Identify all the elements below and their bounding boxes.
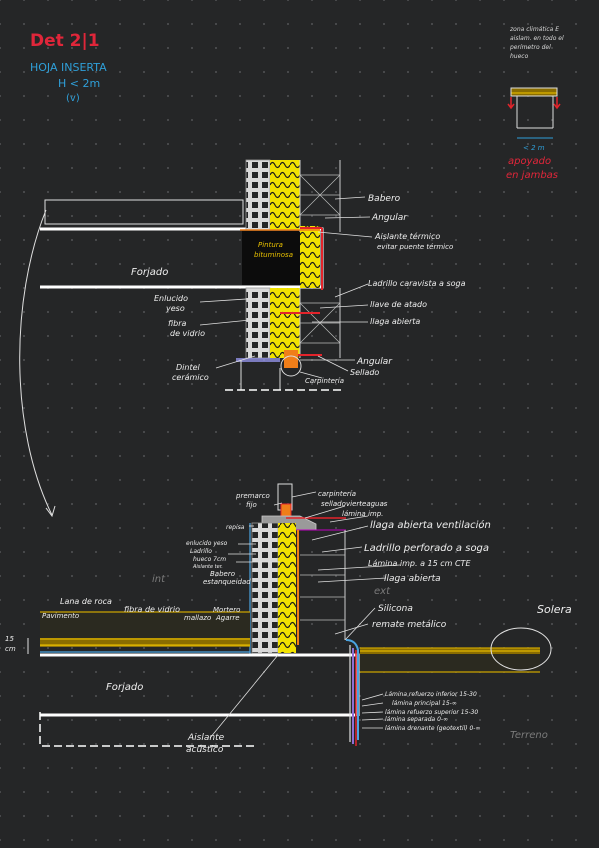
note-line-3: perímetro del bbox=[509, 44, 551, 51]
label-fibra-1: fibra bbox=[168, 319, 187, 328]
label-lana: Lana de roca bbox=[60, 597, 112, 606]
label-mortero-1: Mortero bbox=[213, 606, 240, 614]
label-forjado-bottom: Forjado bbox=[106, 682, 143, 693]
label-lamina-1: Lámina refuerzo inferior 15-30 bbox=[385, 691, 477, 698]
label-carpinteria-top: Carpintería bbox=[305, 377, 344, 385]
label-pintura-2: bituminosa bbox=[254, 251, 293, 259]
label-silicona: Silicona bbox=[378, 604, 413, 614]
label-lamina-2: lámina principal 15-∞ bbox=[392, 700, 457, 707]
subtitle-line-1: HOJA INSERTA bbox=[30, 61, 107, 74]
label-llaga: llaga abierta bbox=[370, 317, 420, 326]
label-angular: Angular bbox=[371, 213, 408, 223]
note-line-1: zona climática E bbox=[509, 26, 559, 33]
label-dim-1: 15 bbox=[5, 635, 14, 643]
label-ext: ext bbox=[374, 586, 391, 597]
page-title: Det 2|1 bbox=[30, 31, 100, 51]
label-vierteaguas: vierteaguas bbox=[346, 500, 388, 508]
label-fibra-2: de vidrio bbox=[170, 329, 205, 338]
sill-detail: premarco fijo carpintería sellado vierte… bbox=[5, 483, 572, 755]
note-line-2: aislam. en todo el bbox=[510, 35, 564, 42]
label-premarco: premarco bbox=[235, 492, 270, 500]
label-llave: llave de atado bbox=[370, 300, 427, 309]
label-lamina-5: lámina drenante (geotextil) 0-∞ bbox=[385, 725, 480, 732]
label-angular-2: Angular bbox=[356, 357, 393, 367]
label-llaga-2: llaga abierta bbox=[384, 574, 441, 584]
support-line-1: apoyado bbox=[508, 156, 551, 167]
label-ladrillo-perf: Ladrillo perforado a soga bbox=[364, 543, 489, 554]
label-lamina-4: lámina separada 0-∞ bbox=[385, 716, 448, 723]
subtitle-line-3: (v) bbox=[66, 93, 80, 104]
label-repisa: repisa bbox=[226, 524, 245, 531]
label-lamina-15: Lámina imp. a 15 cm CTE bbox=[368, 559, 471, 568]
label-babero: Babero bbox=[368, 194, 401, 204]
label-aislante-ter: Aislante ter. bbox=[192, 564, 223, 570]
label-aislante-ac-1: Aislante bbox=[187, 733, 225, 743]
note-dimension: < 2 m bbox=[523, 144, 545, 152]
label-terreno: Terreno bbox=[510, 730, 548, 741]
label-babero-2: estanqueidad bbox=[203, 578, 251, 586]
connector-arrow bbox=[19, 209, 53, 516]
label-carpinteria: carpintería bbox=[318, 490, 356, 498]
lintel-detail: Babero Angular Aislante térmico evitar p… bbox=[40, 159, 466, 391]
label-fibra: fibra de vidrio bbox=[124, 605, 180, 614]
support-line-2: en jambas bbox=[506, 170, 558, 181]
subtitle-line-2: H < 2m bbox=[58, 77, 100, 90]
label-enlucido-2: yeso bbox=[165, 304, 185, 313]
label-int: int bbox=[152, 574, 166, 585]
label-aislante-1: Aislante térmico bbox=[374, 231, 440, 241]
label-lamina-imp: lámina imp. bbox=[342, 510, 383, 518]
label-aislante-ac-2: acústico bbox=[186, 745, 224, 755]
label-forjado-top: Forjado bbox=[131, 267, 168, 278]
climate-note: zona climática E aislam. en todo el perí… bbox=[506, 26, 564, 181]
label-ladrillo: Ladrillo bbox=[190, 548, 212, 555]
label-dintel-1: Dintel bbox=[176, 363, 201, 372]
label-pintura-1: Pintura bbox=[258, 241, 283, 249]
label-mallazo: mallazo bbox=[184, 614, 211, 622]
label-babero-1: Babero bbox=[210, 570, 235, 578]
label-dintel-2: cerámico bbox=[172, 373, 209, 382]
label-dim-2: cm bbox=[5, 645, 16, 653]
label-mortero-2: Agarre bbox=[215, 614, 240, 622]
label-hueco: hueco 7cm bbox=[193, 556, 226, 563]
note-line-4: hueco bbox=[510, 53, 529, 60]
header: Det 2|1 HOJA INSERTA H < 2m (v) bbox=[30, 31, 107, 104]
label-premarco-2: fijo bbox=[246, 501, 257, 509]
label-solera: Solera bbox=[537, 603, 572, 616]
label-llaga-vent: llaga abierta ventilación bbox=[370, 519, 491, 531]
label-lamina-3: lámina refuerzo superior 15-30 bbox=[385, 709, 478, 716]
label-ladrillo-soga: Ladrillo caravista a soga bbox=[368, 279, 466, 288]
label-sellado-top: Sellado bbox=[350, 368, 379, 377]
label-remate: remate metálico bbox=[372, 620, 447, 630]
label-enlucido-1: Enlucido bbox=[154, 294, 188, 303]
label-sellado: sellado bbox=[321, 500, 346, 508]
label-enlucido: enlucido yeso bbox=[186, 540, 228, 547]
label-aislante-2: evitar puente térmico bbox=[377, 243, 453, 251]
label-pavimento: Pavimento bbox=[42, 612, 79, 620]
